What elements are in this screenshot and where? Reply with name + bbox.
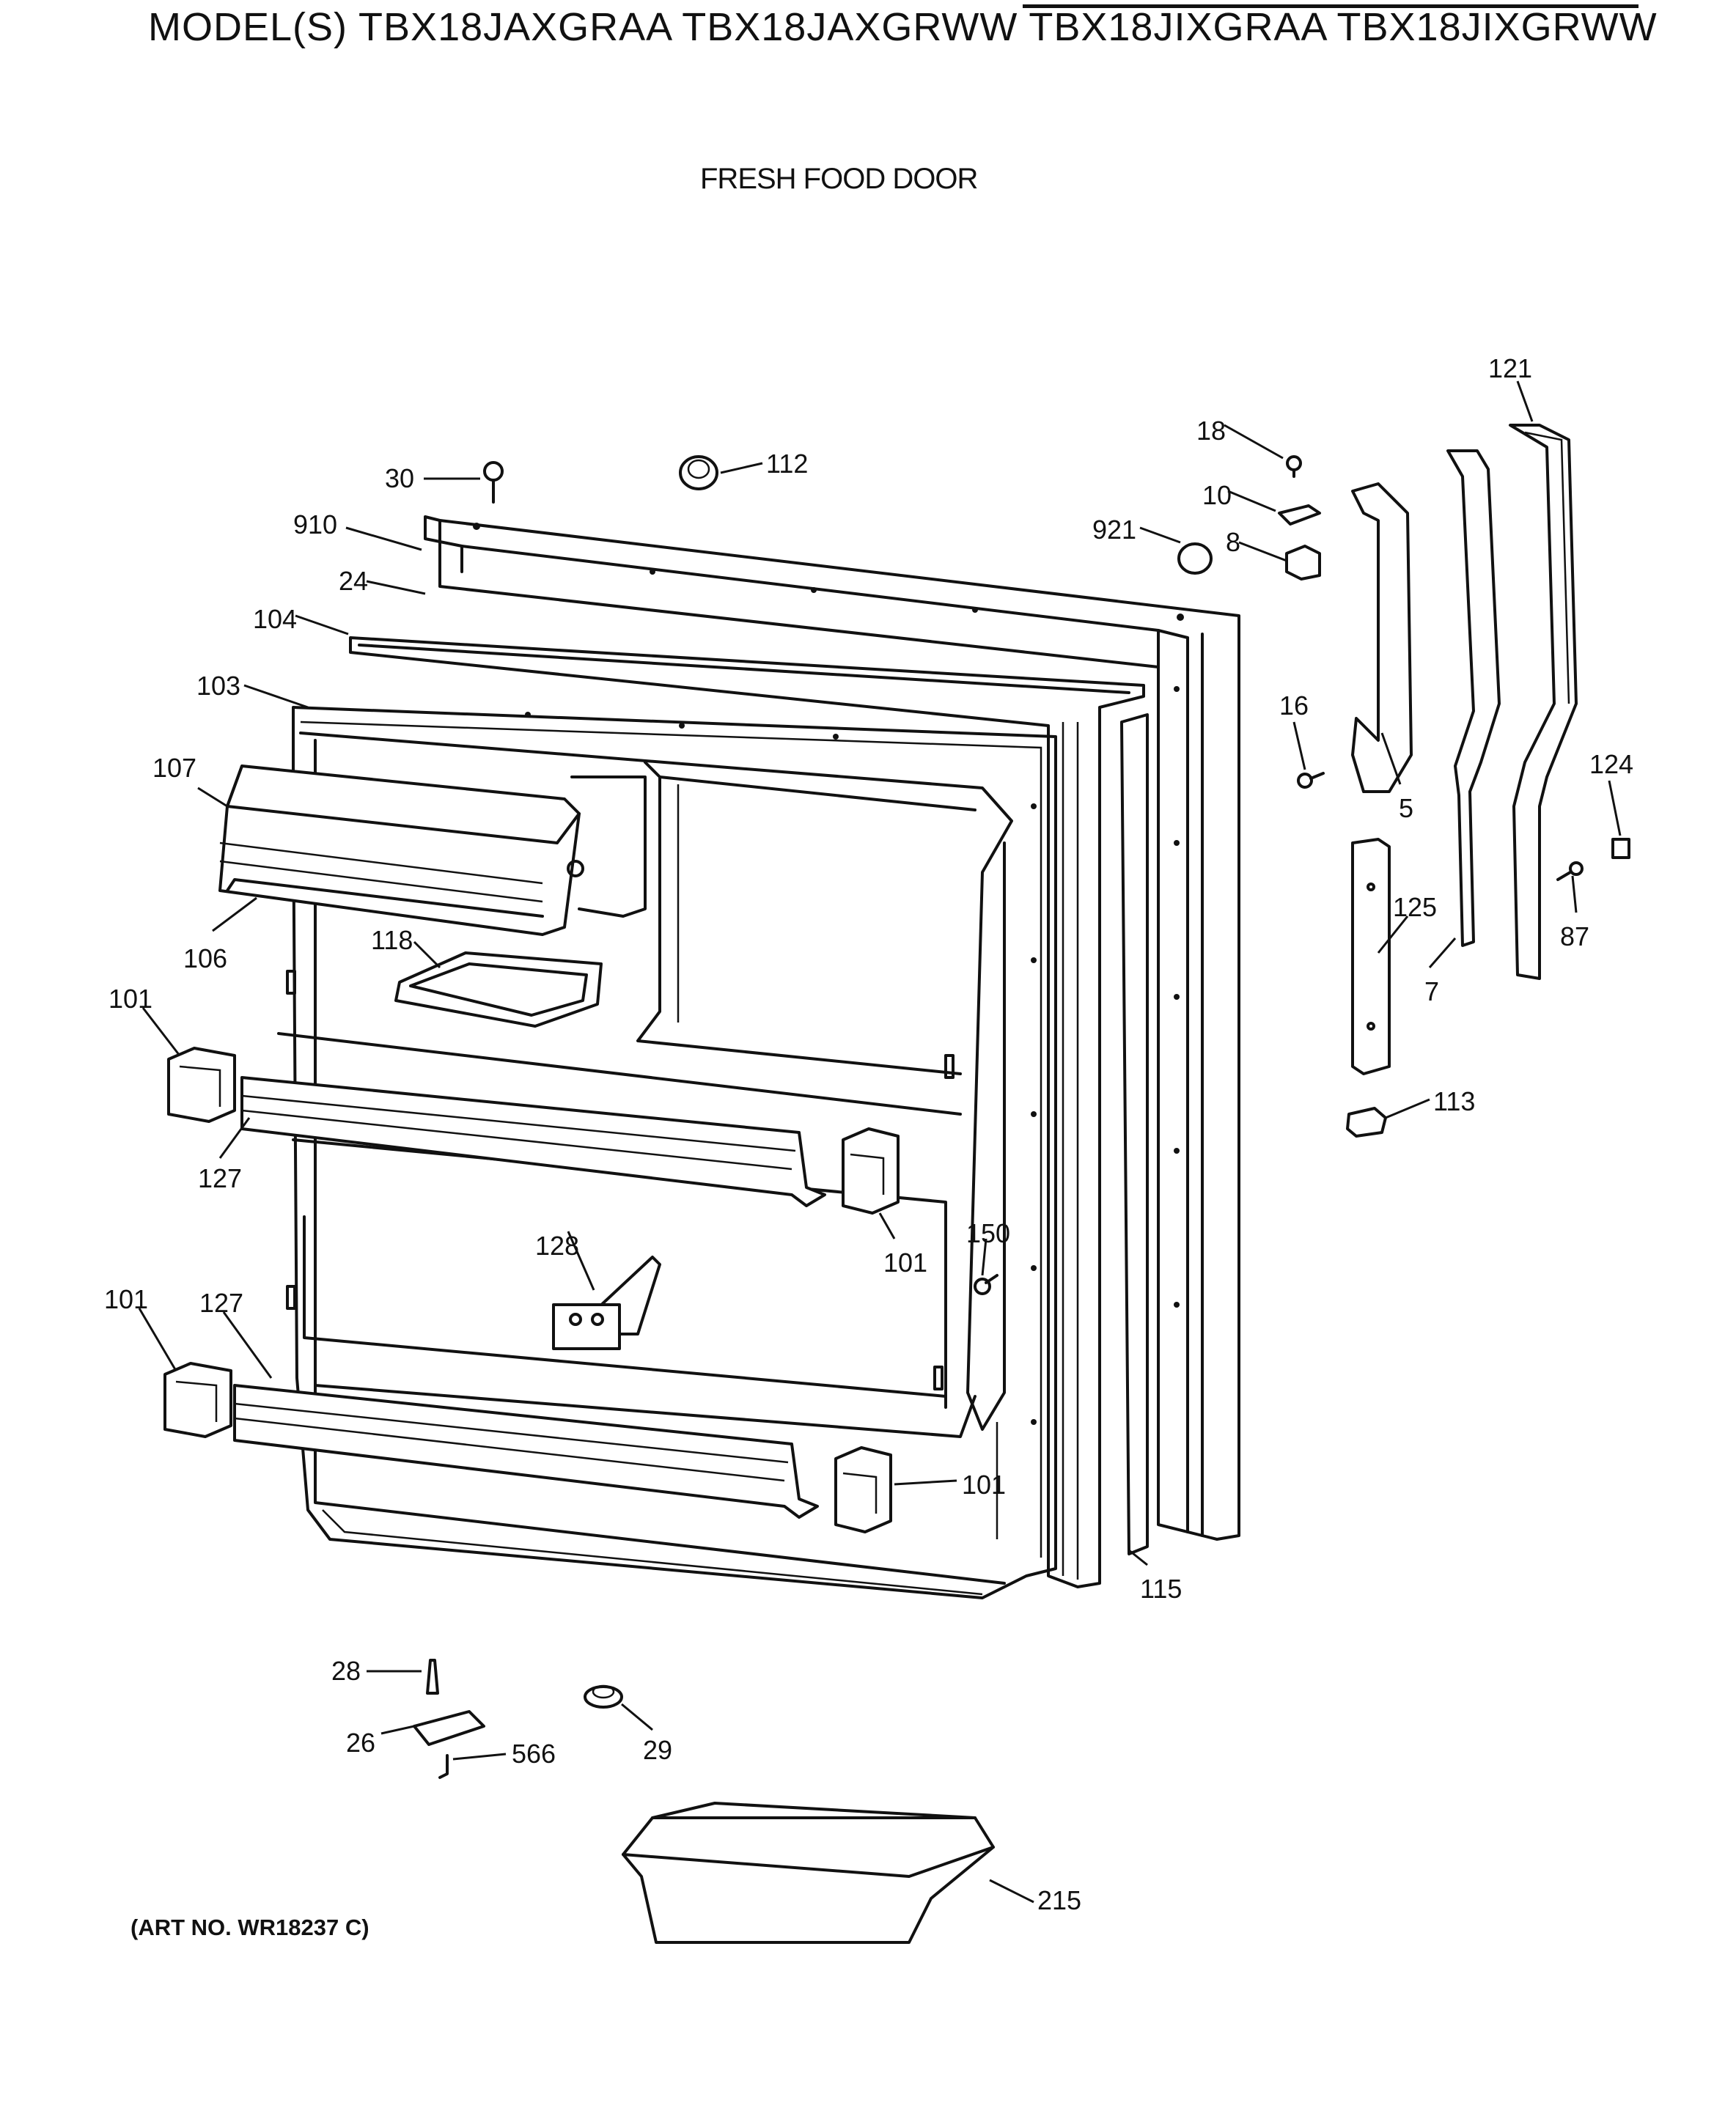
door-gasket [349,636,1145,1588]
callout-910: 910 [293,509,337,539]
art-number: (ART NO. WR18237 C) [130,1915,369,1940]
section-title: FRESH FOOD DOOR [700,163,978,195]
clip-124 [1611,838,1630,859]
callout-8: 8 [1226,527,1240,557]
callout-87: 87 [1560,921,1589,951]
cap-921 [1177,542,1213,575]
callout-26: 26 [346,1728,375,1758]
callout-107: 107 [152,753,196,783]
callout-127b: 127 [199,1288,243,1318]
callout-16: 16 [1279,690,1309,721]
dairy-compartment [218,765,647,936]
callout-106: 106 [183,943,227,973]
handle-bracket-121 [1509,424,1578,980]
callout-118: 118 [371,925,413,955]
screw-150 [974,1274,998,1295]
callout-7: 7 [1424,976,1439,1006]
callout-24: 24 [339,566,368,596]
screw-30 [483,461,504,504]
header-rule [1023,4,1638,8]
hinge-cover-8 [1285,545,1321,581]
callout-150: 150 [966,1218,1010,1248]
door-bin [622,1802,995,1944]
handle-bracket-7 [1446,449,1501,947]
screw-18 [1286,455,1302,478]
bushing-29 [584,1684,623,1709]
callout-921: 921 [1092,515,1136,545]
callout-103: 103 [196,671,240,701]
callout-101a: 101 [108,984,152,1014]
shelf-bracket-upper-right [842,1127,900,1215]
callout-104: 104 [253,604,297,634]
callout-215: 215 [1037,1885,1081,1915]
shelf-bracket-upper-left [167,1047,236,1123]
callout-115: 115 [1140,1574,1182,1604]
callout-18: 18 [1196,416,1226,446]
pin-28 [426,1659,439,1695]
door-handle [1351,482,1413,793]
callout-28: 28 [331,1656,361,1686]
models-title: MODEL(S) TBX18JAXGRAA TBX18JAXGRWW TBX18… [148,5,1658,49]
callout-124: 124 [1589,749,1633,779]
butter-tray [394,951,603,1028]
callout-128: 128 [535,1231,579,1261]
callout-101c: 101 [104,1284,148,1314]
handle-trim [1351,838,1391,1075]
door-shelf-lower [233,1384,819,1519]
callout-labels: 30 112 910 24 104 103 107 106 118 101 12… [104,353,1633,1915]
screw-566 [438,1754,449,1779]
callout-30: 30 [385,463,414,493]
hinge-pin-10 [1278,504,1321,526]
hinge-plate-26 [413,1710,485,1746]
cap-113 [1346,1107,1387,1138]
callout-29: 29 [643,1735,672,1765]
callout-113: 113 [1433,1086,1475,1116]
gasket-strip [1120,713,1149,1555]
callout-101d: 101 [962,1470,1006,1500]
deflector-bracket [552,1256,661,1350]
callout-112: 112 [766,449,808,479]
door-shelf-upper [240,1076,826,1207]
callout-10: 10 [1202,480,1232,510]
callout-101b: 101 [883,1248,927,1278]
screw-87 [1556,861,1584,881]
callout-121: 121 [1488,353,1532,383]
callout-125: 125 [1393,892,1437,922]
plug-112 [679,455,718,490]
screw-16 [1297,772,1325,789]
callout-5: 5 [1399,793,1413,823]
leader-lines [138,380,1622,1904]
outer-door-panel [424,515,1240,1541]
shelf-bracket-lower-left [163,1362,232,1438]
callout-127a: 127 [198,1163,242,1193]
shelf-bracket-lower-right [834,1446,892,1533]
callout-566: 566 [512,1739,556,1769]
